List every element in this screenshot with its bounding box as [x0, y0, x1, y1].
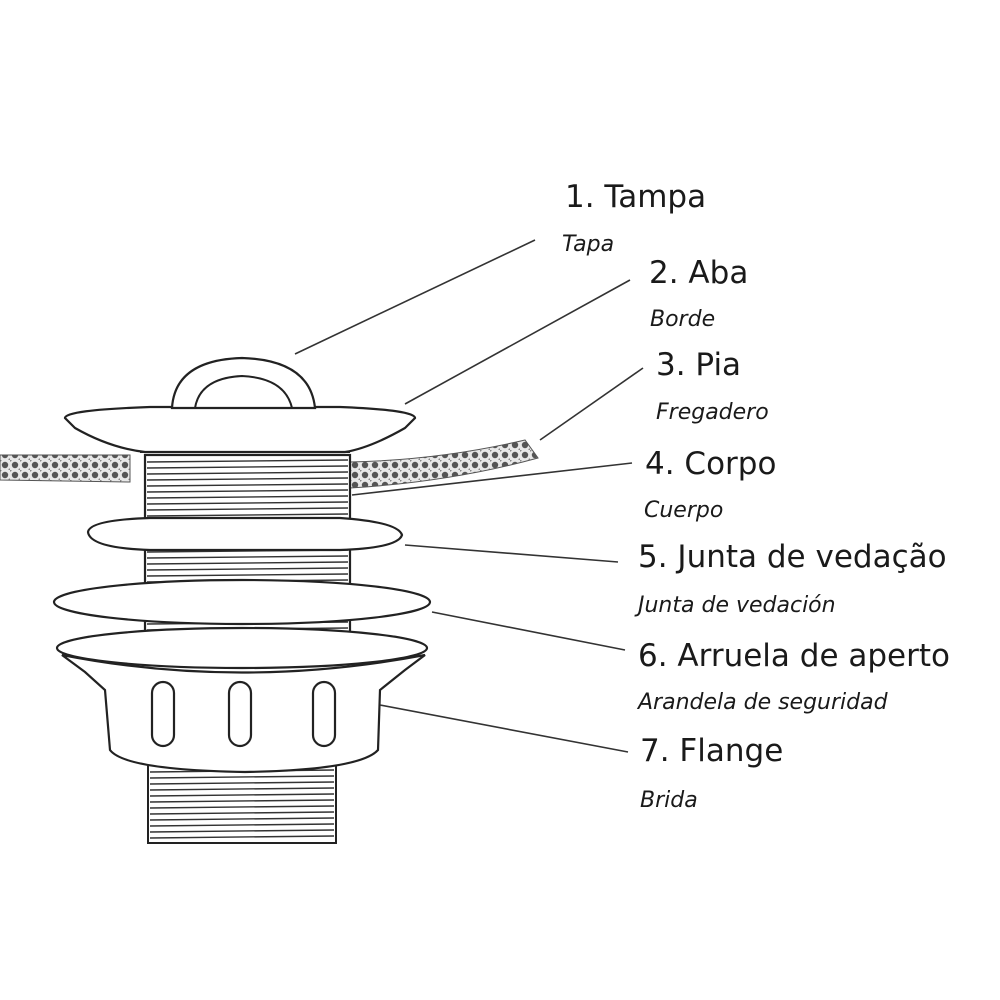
thread-line — [146, 555, 349, 559]
leader-line-aba — [404, 279, 631, 405]
leader-line-tampa — [294, 239, 536, 355]
thread-line — [146, 477, 349, 481]
label-flange: 7. Flange — [640, 733, 783, 769]
thread-line — [149, 787, 335, 791]
label-tampa: 1. Tampa — [565, 179, 706, 215]
thread-line — [146, 501, 349, 505]
sublabel-junta: Junta de vedación — [634, 593, 836, 618]
thread-line — [146, 507, 349, 511]
thread-line — [146, 483, 349, 487]
label-junta: 5. Junta de vedação — [638, 539, 947, 575]
flange-slot-3 — [311, 680, 337, 748]
leader-line-junta — [404, 544, 619, 563]
sublabel-flange: Brida — [640, 788, 698, 813]
leader-line-arruela — [431, 611, 626, 651]
thread-line — [146, 495, 349, 499]
label-corpo: 4. Corpo — [645, 446, 776, 482]
thread-line — [146, 567, 349, 571]
thread-line — [146, 459, 349, 463]
label-arruela: 6. Arruela de aperto — [638, 638, 950, 674]
thread-line — [146, 573, 349, 577]
thread-line — [149, 835, 335, 839]
thread-line — [149, 793, 335, 797]
label-pia: 3. Pia — [656, 347, 741, 383]
thread-line — [149, 775, 335, 779]
thread-line — [149, 829, 335, 833]
sublabel-aba: Borde — [650, 307, 715, 332]
thread-line — [149, 799, 335, 803]
sink-surface — [0, 454, 131, 483]
thread-line — [146, 561, 349, 565]
thread-line — [149, 805, 335, 809]
thread-line — [146, 471, 349, 475]
locking-washer — [52, 578, 432, 626]
sublabel-corpo: Cuerpo — [644, 498, 723, 523]
flange-slot-1 — [150, 680, 176, 748]
thread-line — [146, 465, 349, 469]
thread-line — [149, 781, 335, 785]
thread-line — [149, 823, 335, 827]
rim — [63, 405, 417, 454]
leader-line-pia — [539, 367, 644, 441]
sublabel-tampa: Tapa — [562, 232, 614, 257]
thread-line — [146, 489, 349, 493]
thread-line — [149, 811, 335, 815]
leader-line-corpo — [351, 462, 633, 496]
flange-cup — [55, 626, 429, 774]
label-aba: 2. Aba — [649, 255, 748, 291]
leader-line-flange — [379, 704, 629, 753]
sublabel-pia: Fregadero — [656, 400, 769, 425]
sublabel-arruela: Arandela de seguridad — [636, 690, 889, 715]
sink-surface-right — [349, 439, 539, 489]
flange-slot-2 — [227, 680, 253, 748]
thread-line — [149, 817, 335, 821]
lower-threaded-pipe — [147, 764, 337, 844]
thread-line — [146, 513, 349, 517]
cap-knob — [170, 356, 317, 410]
sealing-gasket — [86, 516, 404, 552]
